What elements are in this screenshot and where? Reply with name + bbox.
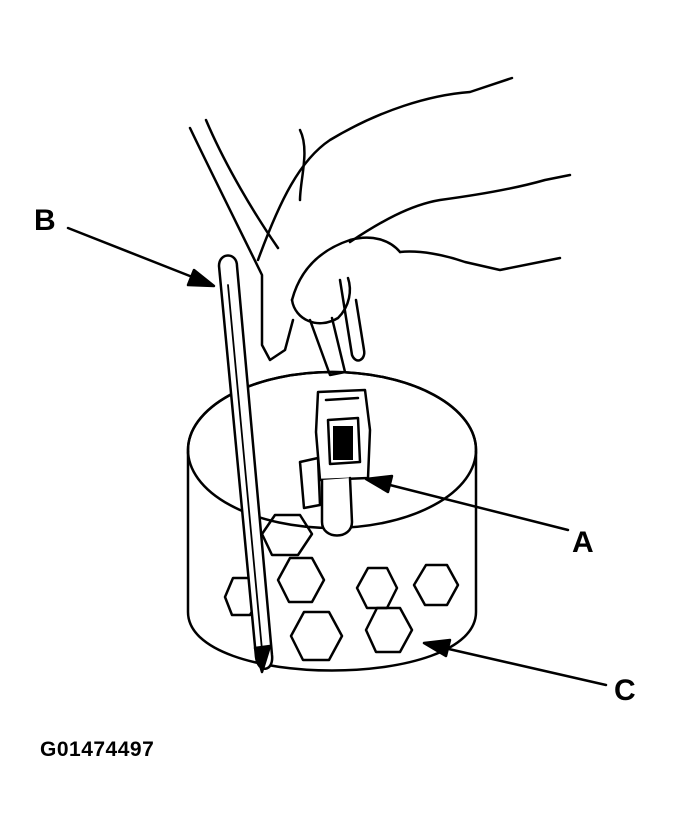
callout-label-b: B <box>34 204 56 237</box>
figure-id: G01474497 <box>40 738 155 761</box>
hand <box>188 76 572 377</box>
leader-line-c <box>422 638 608 687</box>
leader-line-a <box>364 474 570 532</box>
thermometer <box>217 254 274 674</box>
callout-label-a: A <box>572 526 594 559</box>
callout-label-c: C <box>614 674 636 707</box>
leader-line-b <box>66 226 216 288</box>
ice-cubes <box>223 513 460 662</box>
sensor <box>298 388 372 537</box>
